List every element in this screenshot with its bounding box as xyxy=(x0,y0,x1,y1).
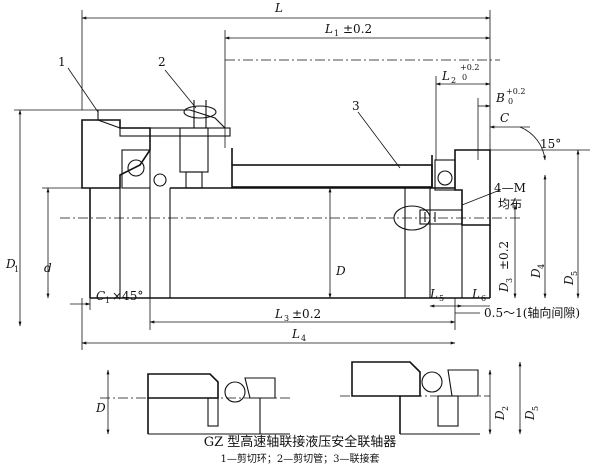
dim-L3-label: L xyxy=(274,307,283,321)
dim-D4-label: D xyxy=(529,268,543,279)
centre-lines xyxy=(60,59,520,219)
dim-D5: D 5 xyxy=(562,149,580,299)
bolts-count: 4—M xyxy=(494,181,526,195)
dim-D3-tol: ±0.2 xyxy=(497,241,511,270)
dim-D1: D 1 xyxy=(5,109,98,327)
dim-L2-sub: 2 xyxy=(451,76,456,85)
dim-D5-sub: 5 xyxy=(570,271,579,276)
dim-bolts: 4—M 均布 xyxy=(461,181,526,211)
dim-L6-label: L xyxy=(471,287,480,301)
dim-D4: D 4 xyxy=(529,174,547,299)
detail-view-right: D 2 D 5 xyxy=(340,361,540,435)
dim-L3: L 3 ±0.2 xyxy=(149,298,456,330)
bolts-note: 均布 xyxy=(498,197,522,211)
dim-L6: L 6 xyxy=(462,287,490,307)
callout-1-label: 1 xyxy=(58,55,66,69)
dim-L1-sub: 1 xyxy=(334,29,339,38)
dim-L1-tol: ±0.2 xyxy=(343,22,372,36)
detail-dim-D2-label: D xyxy=(493,410,507,421)
callout-3: 3 xyxy=(352,99,401,169)
dim-C1-label: C xyxy=(96,289,105,303)
dim-D-label: D xyxy=(335,264,346,278)
dim-L5-sub: 5 xyxy=(439,294,444,303)
shear-tube-assembly xyxy=(179,100,217,189)
dim-D3-sub: 3 xyxy=(505,278,514,283)
callout-2-label: 2 xyxy=(158,55,166,69)
dim-L1: L 1 ±0.2 xyxy=(224,22,491,148)
dim-L5-label: L xyxy=(429,287,438,301)
dim-B-tol-lower: 0 xyxy=(508,97,513,106)
dim-angle-label: 15° xyxy=(540,137,561,151)
dim-L4-sub: 4 xyxy=(301,334,306,343)
dim-L4: L 4 xyxy=(81,298,456,350)
dim-axial-gap: 0.5～1(轴向间隙) xyxy=(455,305,580,320)
detail-dim-D2-sub: 2 xyxy=(501,406,510,411)
dim-L6-sub: 6 xyxy=(481,294,486,303)
callout-1: 1 xyxy=(58,55,99,113)
dim-L5: L 5 xyxy=(429,287,463,308)
dim-C1-rest: ×45° xyxy=(112,289,143,303)
dim-L3-tol: ±0.2 xyxy=(292,307,321,321)
dim-D5-label: D xyxy=(562,275,576,286)
callout-2: 2 xyxy=(158,55,197,109)
dim-L1-label: L xyxy=(324,22,333,36)
detail-dim-D5-label: D xyxy=(523,410,537,421)
dim-angle: 15° xyxy=(490,126,590,161)
bolt-detail xyxy=(393,205,463,231)
detail-dim-D-label: D xyxy=(95,401,106,415)
dim-L4-label: L xyxy=(291,327,300,341)
dim-d-label: d xyxy=(44,261,52,275)
dim-C-label: C xyxy=(500,111,509,125)
figure-legend: 1—剪切环；2—剪切管；3—联接套 xyxy=(220,452,379,465)
dim-B-label: B xyxy=(495,91,505,105)
connecting-sleeve xyxy=(231,148,433,188)
dim-C: C xyxy=(489,111,530,129)
dim-D4-sub: 4 xyxy=(537,264,546,269)
dim-D3-label: D xyxy=(497,282,511,293)
dim-L2-label: L xyxy=(441,69,450,83)
shaft-outline xyxy=(89,187,491,299)
dim-C1-sub: 1 xyxy=(105,296,110,305)
callout-3-label: 3 xyxy=(352,99,360,113)
bearing-left xyxy=(121,149,167,189)
dim-D1-sub: 1 xyxy=(14,265,19,274)
dim-B-tol-upper: +0.2 xyxy=(506,87,525,96)
axial-gap-label: 0.5～1(轴向间隙) xyxy=(484,305,580,320)
dim-L2-tol-upper: +0.2 xyxy=(460,63,479,72)
dim-L3-sub: 3 xyxy=(284,314,289,323)
dim-L-label: L xyxy=(274,1,283,15)
dim-L2-tol-lower: 0 xyxy=(462,73,467,82)
dim-d: d xyxy=(42,187,90,299)
dim-B: B +0.2 0 xyxy=(477,87,525,160)
detail-dim-D5-sub: 5 xyxy=(531,406,540,411)
dim-D1-label: D xyxy=(5,257,16,271)
figure-title: GZ 型高速轴联接液压安全联轴器 xyxy=(204,434,397,450)
dim-D: D xyxy=(328,187,346,299)
dim-L2: L 2 +0.2 0 xyxy=(435,63,491,160)
dim-D3: D 3 ±0.2 xyxy=(497,204,517,299)
dim-C1: C 1 ×45° xyxy=(70,289,143,310)
detail-view-left: D xyxy=(95,369,290,435)
